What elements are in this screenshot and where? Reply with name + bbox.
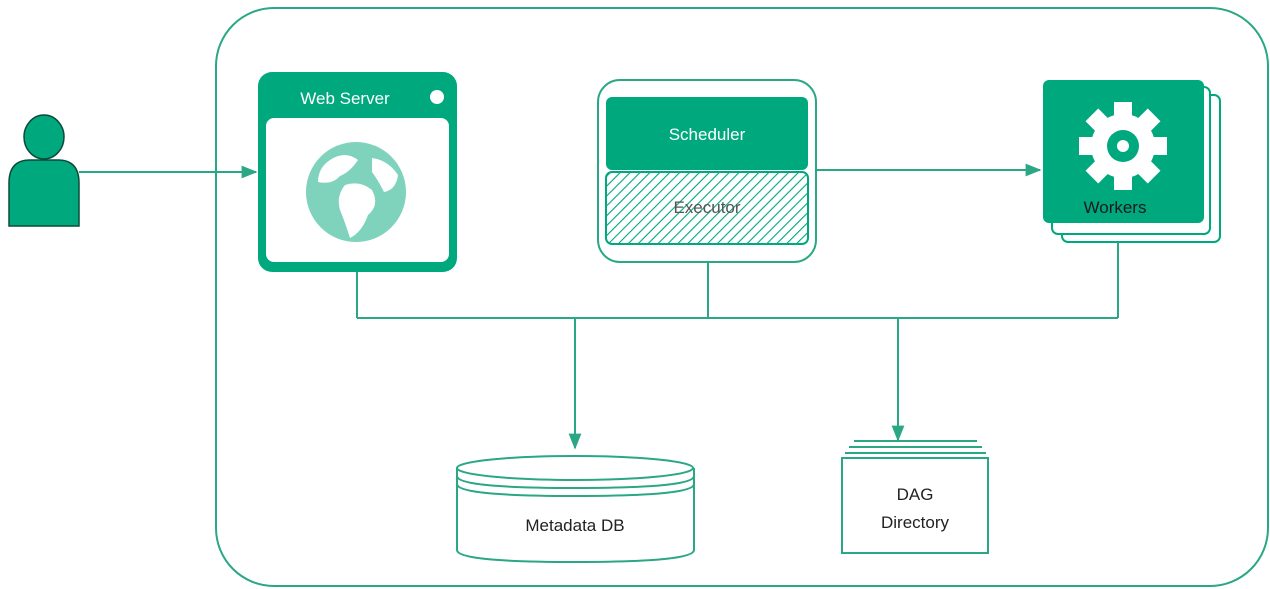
metadata-db-label: Metadata DB: [525, 516, 624, 535]
database-icon: [456, 455, 695, 564]
user-icon: [8, 114, 80, 227]
dag-directory-node: DAG Directory: [841, 440, 989, 554]
folder-stack-icon: [841, 440, 989, 554]
scheduler-executor-node: Scheduler Executor: [597, 79, 817, 263]
dag-directory-label-line1: DAG: [897, 485, 934, 504]
workers-label: Workers: [1084, 198, 1147, 217]
web-server-node: Web Server: [258, 72, 457, 272]
gear-icon: [1079, 102, 1167, 190]
globe-icon: [306, 142, 406, 242]
scheduler-label: Scheduler: [669, 125, 746, 144]
connector-bus: [356, 242, 1119, 319]
dag-directory-label-line2: Directory: [881, 513, 950, 532]
scheduler-block: [606, 97, 808, 170]
window-dot-icon: [430, 90, 444, 104]
web-server-label: Web Server: [300, 89, 390, 108]
system-boundary: [215, 7, 1269, 587]
executor-block: [605, 171, 809, 245]
workers-node: Workers: [1043, 80, 1221, 243]
metadata-db-node: Metadata DB: [456, 455, 695, 564]
executor-label: Executor: [673, 198, 740, 217]
